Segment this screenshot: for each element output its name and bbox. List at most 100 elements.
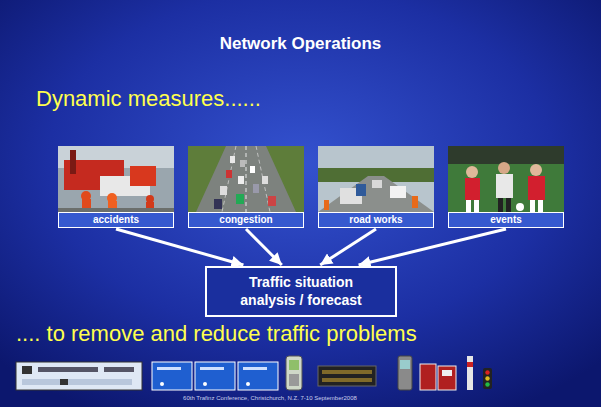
illustration-part — [498, 198, 503, 212]
illustration-part — [289, 374, 299, 386]
illustration-part — [530, 164, 542, 176]
illustration-part — [485, 370, 489, 374]
category-text: events — [453, 214, 559, 226]
category-label-box: congestion — [188, 212, 304, 228]
illustration-part — [58, 146, 174, 212]
illustration-part — [226, 170, 232, 178]
category-text: road works — [323, 214, 429, 226]
illustration-part — [152, 362, 192, 390]
illustration-part — [483, 368, 492, 389]
illustration-part — [516, 203, 524, 211]
illustration-part — [268, 196, 276, 206]
illustration-part — [130, 166, 156, 186]
illustration-part — [538, 200, 543, 212]
illustration-part — [253, 184, 259, 193]
illustration-part — [465, 178, 480, 200]
illustration-part — [448, 146, 564, 212]
illustration-part — [356, 184, 366, 196]
illustration-part — [250, 166, 255, 173]
analysis-box: Traffic situation analysis / forecast — [205, 266, 397, 317]
mobile-phone-icon — [286, 356, 302, 390]
red-sign-icons — [420, 364, 456, 390]
illustration-part — [420, 364, 436, 390]
sign-panel-icon — [16, 362, 142, 390]
illustration-part — [238, 176, 244, 184]
illustration-part — [322, 378, 372, 382]
illustration-part — [318, 366, 376, 386]
message-sign-icon — [318, 366, 376, 386]
marker-post-icon — [467, 356, 473, 390]
illustration-part — [70, 150, 76, 174]
illustration-part — [498, 162, 510, 174]
analysis-text: Traffic situation analysis / forecast — [221, 274, 381, 309]
illustration-part — [322, 370, 372, 374]
slide-title: Network Operations — [0, 34, 601, 54]
direction-sign-icons — [152, 362, 278, 390]
connector-arrow — [246, 229, 282, 265]
illustration-part — [372, 180, 382, 188]
subheading: Dynamic measures...... — [36, 86, 261, 112]
footer-text: 60th Trafinz Conference, Christchurch, N… — [120, 395, 420, 402]
category-label-box: road works — [318, 212, 434, 228]
illustration-part — [466, 166, 478, 178]
illustration-part — [203, 382, 207, 386]
roadworks-photo — [318, 146, 434, 212]
illustration-part — [438, 366, 456, 390]
illustration-part — [262, 176, 268, 184]
illustration-part — [188, 146, 304, 212]
handheld-device-icon — [398, 356, 412, 390]
illustration-part — [214, 199, 222, 209]
illustration-part — [390, 186, 406, 198]
traffic-light-icon — [483, 368, 492, 389]
illustration-part — [442, 370, 452, 376]
illustration-part — [160, 382, 164, 386]
illustration-part — [222, 146, 236, 212]
illustration-part — [485, 382, 489, 386]
illustration-part — [318, 146, 434, 212]
illustration-part — [200, 367, 224, 370]
illustration-part — [467, 362, 473, 367]
illustration-part — [506, 198, 511, 212]
illustration-part — [157, 367, 181, 370]
illustration-part — [246, 146, 247, 212]
illustration-part — [448, 146, 564, 164]
illustration-part — [324, 200, 329, 210]
category-text: accidents — [63, 214, 169, 226]
illustration-part — [528, 176, 545, 200]
illustration-part — [398, 356, 412, 390]
connector-arrow — [320, 229, 376, 265]
illustration-part — [60, 379, 68, 385]
illustration-part — [196, 146, 296, 212]
category-label-box: events — [448, 212, 564, 228]
illustration-part — [474, 200, 479, 212]
congestion-photo — [188, 146, 304, 212]
illustration-part — [466, 200, 471, 212]
illustration-part — [286, 356, 302, 390]
illustration-part — [496, 174, 513, 198]
illustration-part — [400, 360, 410, 369]
illustration-part — [146, 195, 154, 203]
illustration-part — [289, 360, 299, 370]
illustration-part — [220, 186, 227, 195]
illustration-part — [238, 362, 278, 390]
illustration-part — [318, 176, 434, 212]
illustration-part — [195, 362, 235, 390]
illustration-part — [485, 376, 489, 380]
illustration-part — [240, 160, 245, 167]
conclusion-text: .... to remove and reduce traffic proble… — [16, 321, 417, 347]
connector-arrow — [116, 229, 243, 265]
illustration-part — [38, 367, 98, 372]
category-label-box: accidents — [58, 212, 174, 228]
illustration-part — [104, 367, 134, 372]
category-text: congestion — [193, 214, 299, 226]
illustration-part — [412, 196, 418, 208]
connector-arrow — [359, 229, 506, 265]
illustration-part — [230, 156, 235, 163]
accident-photo — [58, 146, 174, 212]
illustration-part — [246, 382, 250, 386]
illustration-part — [22, 379, 132, 385]
illustration-part — [530, 200, 535, 212]
